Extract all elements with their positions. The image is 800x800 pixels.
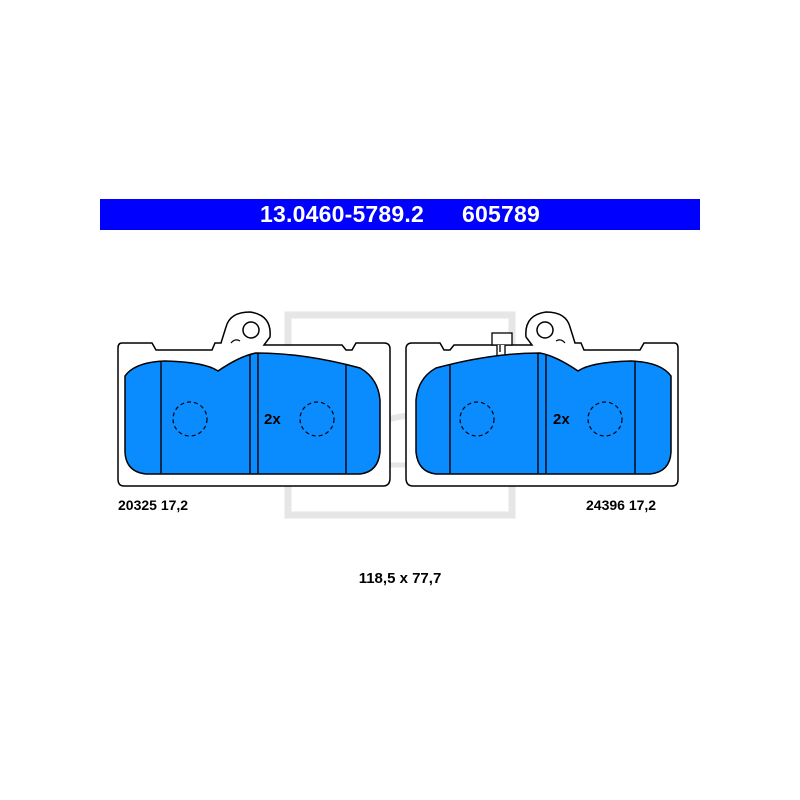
brake-pad-right: [405, 311, 679, 487]
mounting-hole-right: [536, 321, 554, 339]
piston-circle-left-1: [172, 401, 208, 437]
article-number: 605789: [462, 201, 540, 227]
piston-circle-right-2: [587, 401, 623, 437]
quantity-label-right: 2x: [553, 411, 570, 428]
brake-pad-left: [117, 311, 391, 487]
friction-material-right: [415, 352, 672, 475]
part-number-bar: 13.0460-5789.2 605789: [100, 199, 700, 230]
pad-code-left: 20325 17,2: [118, 497, 189, 513]
wear-indicator-clip: [491, 332, 513, 358]
piston-circle-right-1: [459, 401, 495, 437]
friction-material-left: [124, 352, 381, 475]
mounting-hole-left: [242, 321, 260, 339]
pad-code-right: 24396 17,2: [586, 497, 657, 513]
pad-dimensions: 118,5 x 77,7: [358, 570, 442, 587]
quantity-label-left: 2x: [264, 411, 281, 428]
piston-circle-left-2: [299, 401, 335, 437]
part-number: 13.0460-5789.2: [260, 201, 424, 227]
